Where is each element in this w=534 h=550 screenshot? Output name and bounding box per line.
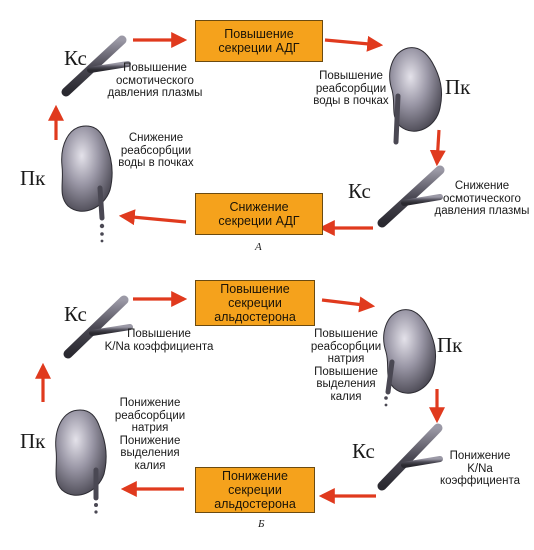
arrow-a-right-down: [429, 129, 446, 167]
text-b-pk-right: Повышение реабсорбции натрия Повышение в…: [310, 328, 382, 403]
vessel-b-right: [377, 423, 443, 491]
box-b-top: Повышение секреции альдостерона: [195, 280, 315, 326]
kidney-b-left: [55, 409, 107, 514]
kidney-a-left: [61, 125, 113, 243]
box-a-bottom: Снижение секреции АДГ: [195, 193, 323, 235]
text-a-pk-left: Снижение реабсорбции воды в почках: [118, 132, 194, 169]
text-a-ks-right: Снижение осмотического давления плазмы: [434, 180, 530, 217]
vessel-a-right: [377, 165, 445, 228]
arrow-a-bottom-left: [118, 209, 187, 226]
text-b-pk-left: Понижение реабсорбции натрия Понижение в…: [114, 397, 186, 472]
label-a-ks-top: Кс: [64, 46, 87, 70]
label-b-pk-left: Пк: [20, 429, 46, 453]
arrow-a-top-right: [324, 35, 384, 52]
label-b-ks-top: Кс: [64, 302, 87, 326]
kidney-a-right: [389, 47, 443, 145]
label-a-pk-left: Пк: [20, 166, 46, 190]
caption-b: Б: [258, 518, 265, 530]
label-b-ks-right: Кс: [352, 439, 375, 463]
text-b-ks-top: Повышение K/Na коэффициента: [104, 328, 214, 353]
panel-a-arrows: [48, 32, 446, 236]
vessel-a-top: [61, 35, 131, 97]
text-b-ks-right: Понижение K/Na коэффициента: [439, 450, 521, 487]
text-a-pk-right: Повышение реабсорбции воды в почках: [313, 70, 389, 107]
label-b-pk-right: Пк: [437, 333, 463, 357]
kidney-b-right: [383, 309, 437, 407]
label-a-pk-right: Пк: [445, 75, 471, 99]
caption-a: А: [255, 241, 262, 253]
panel-b-arrows: [35, 291, 445, 504]
box-b-bottom: Понижение секреции альдостерона: [195, 467, 315, 513]
label-a-ks-right: Кс: [348, 179, 371, 203]
arrow-b-top-right: [321, 296, 376, 313]
box-a-top: Повышение секреции АДГ: [195, 20, 323, 62]
vessel-b-top: [63, 295, 133, 359]
text-a-ks-top: Повышение осмотического давления плазмы: [107, 62, 203, 99]
